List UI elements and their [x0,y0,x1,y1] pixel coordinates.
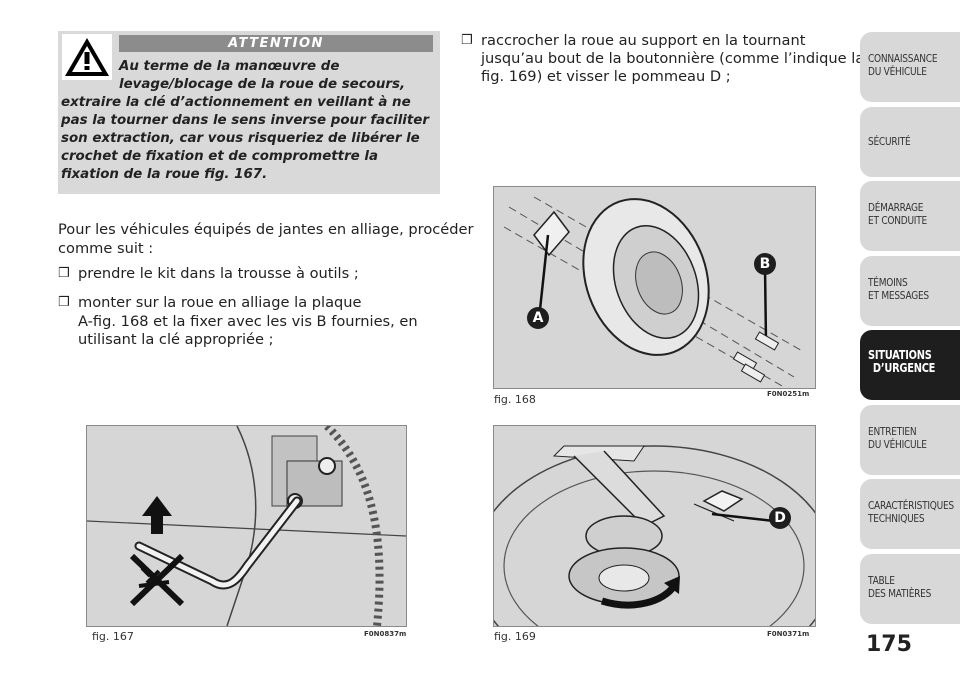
tab-label: TABLE [868,574,895,587]
bullet-icon: ❒ [58,295,70,310]
list-item: A-fig. 168 et la fixer avec les vis B fo… [78,313,418,330]
tab-label: TECHNIQUES [868,512,925,525]
attention-line: levage/blocage de la roue de secours, [119,77,406,92]
figure-caption: fig. 169 [494,630,536,643]
intro-text: comme suit : [58,240,154,257]
tab-entretien-du-vehicule[interactable]: ENTRETIEN DU VÉHICULE [860,405,960,475]
label-b: B [754,253,776,275]
tab-demarrage-et-conduite[interactable]: DÉMARRAGE ET CONDUITE [860,181,960,251]
tab-label: CARACTÉRISTIQUES [868,499,954,512]
intro-text: Pour les véhicules équipés de jantes en … [58,221,474,238]
list-item: utilisant la clé appropriée ; [78,331,274,348]
tab-connaissance-du-vehicule[interactable]: CONNAISSANCE DU VÉHICULE [860,32,960,102]
attention-line: son extraction, car vous risqueriez de l… [61,131,420,146]
tab-label: DÉMARRAGE [868,201,924,214]
figure-169 [473,425,835,677]
attention-line: pas la tourner dans le sens inverse pour… [61,113,429,128]
tab-situations-durgence[interactable]: SITUATIONS D’URGENCE [860,330,960,400]
tab-securite[interactable]: SÉCURITÉ [860,107,960,177]
bullet-icon: ❒ [461,33,473,48]
tab-caracteristiques-techniques[interactable]: CARACTÉRISTIQUES TECHNIQUES [860,479,960,549]
page-number: 175 [866,632,912,657]
attention-header: ATTENTION [119,35,433,52]
figure-169-illustration [473,426,835,677]
tab-label: ENTRETIEN [868,425,917,438]
figure-168-illustration [494,187,815,388]
figure-167-illustration [86,423,407,627]
attention-line: crochet de fixation et de compromettre l… [61,149,379,164]
tab-label: DES MATIÈRES [868,587,932,600]
figure-code: F0N0371m [767,630,810,638]
list-item: jusqu’au bout de la boutonnière (comme l… [481,50,865,67]
tab-table-des-matieres[interactable]: TABLE DES MATIÈRES [860,554,960,624]
attention-box [58,31,440,194]
figure-168 [493,186,816,389]
warning-triangle-icon [62,34,112,80]
attention-line: fixation de la roue fig. 167. [61,167,268,182]
tab-label: SÉCURITÉ [868,135,911,148]
list-item: prendre le kit dans la trousse à outils … [78,265,359,282]
list-item: monter sur la roue en alliage la plaque [78,294,362,311]
label-a: A [527,307,549,329]
list-item: raccrocher la roue au support en la tour… [481,32,806,49]
figure-caption: fig. 167 [92,630,134,643]
figure-code: F0N0837m [364,630,407,638]
tab-label: DU VÉHICULE [868,65,927,78]
list-item: fig. 169) et visser le pommeau D ; [481,68,731,85]
attention-line: Au terme de la manœuvre de [119,59,340,74]
tab-label: D’URGENCE [872,361,936,375]
tab-label: ET CONDUITE [868,214,927,227]
tab-label: CONNAISSANCE [868,52,938,65]
tab-label: TÉMOINS [868,276,908,289]
tab-label: SITUATIONS [868,348,932,362]
bullet-icon: ❒ [58,266,70,281]
tab-label: ET MESSAGES [868,289,929,302]
figure-167 [86,423,407,627]
tab-temoins-et-messages[interactable]: TÉMOINS ET MESSAGES [860,256,960,326]
figure-code: F0N0251m [767,390,810,398]
attention-line: extraire la clé d’actionnement en veilla… [61,95,411,110]
label-d: D [769,507,791,529]
figure-caption: fig. 168 [494,393,536,406]
tab-label: DU VÉHICULE [868,438,927,451]
